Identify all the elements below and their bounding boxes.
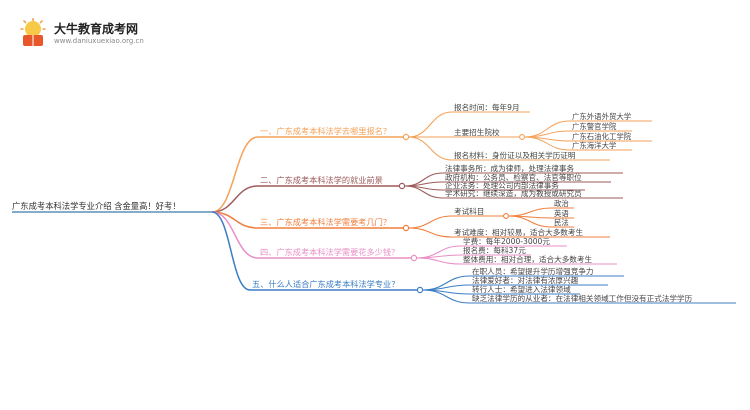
- branch-connector: [211, 211, 259, 259]
- item-connector: [416, 254, 462, 259]
- item-label: 法律爱好者：对法律有浓厚兴趣: [472, 275, 579, 285]
- child-label: 广东警官学院: [572, 122, 617, 131]
- item-connector: [404, 181, 444, 187]
- branch-title: 五、什么人适合广东成考本科法学专业？: [252, 279, 399, 289]
- item-label: 整体费用：相对合理，适合大多数考生: [463, 254, 592, 264]
- item-label: 政府机构：公务员、检察官、法官等职位: [445, 172, 582, 182]
- site-url: www.daniuxuexiao.org.cn: [54, 37, 144, 45]
- item-connector: [404, 185, 444, 199]
- child-label: 政治: [554, 199, 569, 208]
- branch-joint: [402, 133, 410, 141]
- branch-joint: [402, 224, 410, 232]
- item-connector: [416, 257, 462, 265]
- branch-connector: [211, 136, 259, 213]
- item-label: 学术研究：继续深造，成为教授或研究员: [445, 188, 582, 198]
- branch-joint: [410, 254, 418, 262]
- item-connector: [408, 136, 453, 161]
- child-connector: [508, 215, 553, 228]
- item-label: 转行人士：希望进入法律领域: [472, 284, 571, 294]
- item-label: 报名费：每科37元: [463, 245, 526, 255]
- child-label: 民法: [554, 218, 569, 227]
- item-label: 主要招生院校: [454, 127, 500, 137]
- item-label: 企业法务：处理公司内部法律事务: [445, 180, 559, 190]
- item-connector: [408, 215, 453, 229]
- child-label: 广东海洋大学: [572, 141, 616, 150]
- item-connector: [408, 111, 453, 138]
- branch-title: 一、广东成考本科法学去哪里报名？: [260, 126, 391, 136]
- item-joint: [519, 134, 525, 140]
- item-label: 报名材料：身份证以及相关学历证明: [454, 150, 576, 160]
- item-label: 法律事务所：成为律师，处理法律事务: [445, 163, 574, 173]
- branch-connector: [211, 185, 259, 213]
- child-label: 广东外语外贸大学: [572, 112, 631, 121]
- item-label: 学费：每年2000-3000元: [463, 236, 550, 246]
- item-label: 考试科目: [454, 206, 484, 216]
- child-connector: [524, 136, 571, 151]
- item-connector: [422, 289, 471, 304]
- branch-title: 四、广东成考本科法学需要花多少钱？: [260, 247, 399, 257]
- child-label: 英语: [554, 209, 569, 218]
- branch-connector: [211, 211, 251, 291]
- root-node: 广东成考本科法学专业介绍 含金量高！好考！: [12, 201, 181, 211]
- branch-joint: [416, 286, 424, 294]
- item-connector: [422, 284, 471, 291]
- child-label: 广东石油化工学院: [572, 132, 632, 141]
- child-connector: [524, 120, 571, 138]
- item-connector: [408, 227, 453, 238]
- branch-joint: [398, 182, 406, 190]
- site-logo: 大牛教育成考网 www.daniuxuexiao.org.cn: [18, 16, 158, 50]
- book-lightbulb-icon: [20, 18, 46, 46]
- item-label: 报名时间：每年9月: [454, 102, 520, 112]
- branch-title: 三、广东成考本科法学需要考几门？: [260, 217, 391, 227]
- branch-title: 二、广东成考本科法学的就业前景: [260, 175, 383, 185]
- item-joint: [503, 213, 509, 219]
- item-label: 在职人员：希望提升学历增强竞争力: [472, 266, 594, 276]
- site-name: 大牛教育成考网: [54, 22, 139, 36]
- item-label: 考试难度：相对较易，适合大多数考生: [454, 227, 583, 237]
- child-connector: [508, 207, 553, 217]
- item-label: 缺乏法律学历的从业者：在法律相关领域工作但没有正式法学学历: [472, 293, 693, 303]
